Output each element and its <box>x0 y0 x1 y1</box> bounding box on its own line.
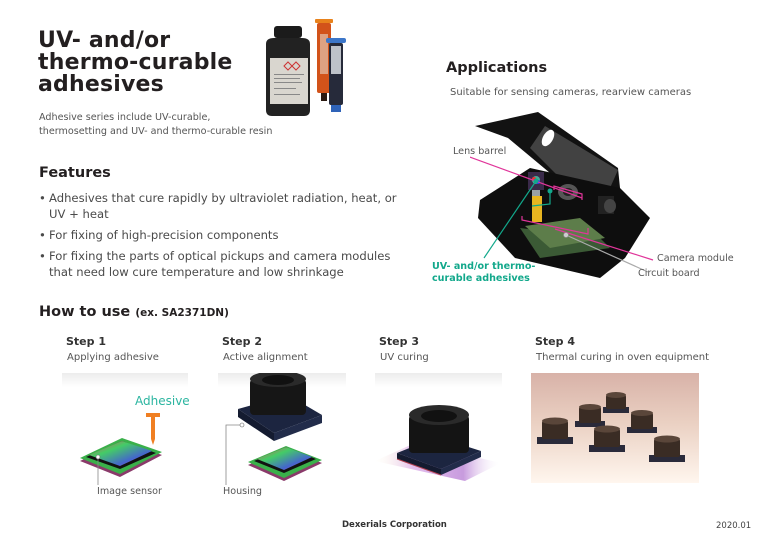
features-list: Adhesives that cure rapidly by ultraviol… <box>39 190 399 285</box>
label-image-sensor: Image sensor <box>97 486 162 497</box>
how-to-use-title: How to use <box>39 304 131 320</box>
feature-item: For fixing the parts of optical pickups … <box>39 248 399 280</box>
step-3-title: Step 3 <box>379 335 419 348</box>
applications-heading: Applications <box>446 60 548 76</box>
step-1-desc: Applying adhesive <box>67 352 159 363</box>
title-line-3: adhesives <box>38 72 164 97</box>
publication-date: 2020.01 <box>716 521 752 531</box>
step-1-title: Step 1 <box>66 335 106 348</box>
applications-subtitle: Suitable for sensing cameras, rearview c… <box>450 87 692 98</box>
step-3-desc: UV curing <box>380 352 429 363</box>
step-2-desc: Active alignment <box>223 352 308 363</box>
features-heading: Features <box>39 165 111 181</box>
camera-exploded-diagram <box>470 108 670 288</box>
company-name: Dexerials Corporation <box>342 520 447 530</box>
adhesive-callout-line-1: UV- and/or thermo- <box>432 261 536 272</box>
label-housing: Housing <box>223 486 262 497</box>
subtitle-line-1: Adhesive series include UV-curable, <box>39 112 211 123</box>
step-3-illustration <box>375 373 502 483</box>
how-to-use-heading: How to use (ex. SA2371DN) <box>39 304 229 320</box>
label-lens-barrel: Lens barrel <box>453 146 507 157</box>
step-2-title: Step 2 <box>222 335 262 348</box>
step-4-desc: Thermal curing in oven equipment <box>536 352 710 363</box>
step-4-illustration <box>531 373 699 483</box>
label-adhesive-callout: UV- and/or thermo- curable adhesives <box>432 261 535 285</box>
step-2-illustration <box>218 373 346 503</box>
adhesive-callout-line-2: curable adhesives <box>432 273 530 284</box>
title-line-1: UV- and/or <box>38 28 171 53</box>
feature-item: For fixing of high-precision components <box>39 227 399 243</box>
step-1-illustration <box>62 373 188 503</box>
label-adhesive: Adhesive <box>135 394 190 408</box>
label-circuit-board: Circuit board <box>638 268 700 279</box>
feature-item: Adhesives that cure rapidly by ultraviol… <box>39 190 399 222</box>
step-4-title: Step 4 <box>535 335 575 348</box>
how-to-use-example: (ex. SA2371DN) <box>135 307 229 319</box>
label-camera-module: Camera module <box>657 253 734 264</box>
subtitle-line-2: thermosetting and UV- and thermo-curable… <box>39 125 273 137</box>
page-title: UV- and/or thermo-curable adhesives <box>38 30 233 96</box>
page-subtitle: Adhesive series include UV-curable, ther… <box>39 111 272 138</box>
title-line-2: thermo-curable <box>38 50 233 75</box>
product-photo <box>262 14 362 120</box>
